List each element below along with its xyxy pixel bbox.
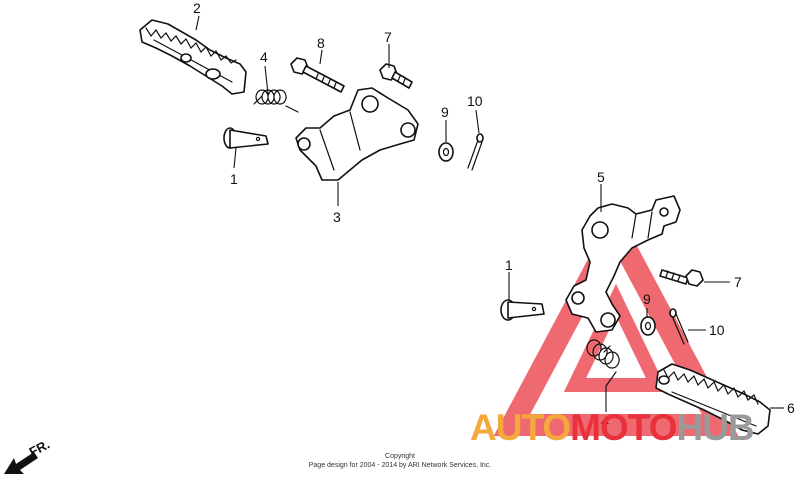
front-direction-arrow: FR. <box>4 436 52 474</box>
bolt-long <box>290 57 345 93</box>
cotter-pin-lower <box>669 308 689 345</box>
leader-lines <box>195 15 784 412</box>
watermark-logo: AUTOMOTOHUB <box>470 407 755 448</box>
callout-3: 3 <box>333 209 341 225</box>
watermark-hub: HUB <box>676 407 753 448</box>
callout-2: 2 <box>193 0 201 16</box>
footpeg-right <box>655 363 771 435</box>
copyright-line-2: Page design for 2004 - 2014 by ARI Netwo… <box>309 462 492 469</box>
spring-left <box>253 89 299 113</box>
pin-lower <box>500 299 545 321</box>
callout-7: 7 <box>734 274 742 290</box>
bolt-short-upper <box>379 63 413 89</box>
callout-7: 7 <box>384 29 392 45</box>
bracket-right <box>565 195 681 333</box>
callout-10: 10 <box>467 93 483 109</box>
watermark-auto: AUTO <box>470 407 570 448</box>
footpeg-left <box>139 19 247 95</box>
copyright: Copyright Page design for 2004 - 2014 by… <box>309 453 492 469</box>
callout-4: 4 <box>260 49 268 65</box>
callout-6: 6 <box>787 400 795 416</box>
callout-1: 1 <box>230 171 238 187</box>
watermark-moto: MOTO <box>570 407 677 448</box>
copyright-line-1: Copyright <box>385 453 415 460</box>
washer-lower <box>640 316 656 336</box>
callout-labels: 2 4 8 7 9 10 1 3 5 1 7 9 10 4 6 <box>193 0 795 429</box>
callout-9: 9 <box>643 291 651 307</box>
spring-lower <box>586 339 620 387</box>
pin-upper <box>223 127 269 149</box>
callout-9: 9 <box>441 104 449 120</box>
callout-4: 4 <box>601 413 609 429</box>
bracket-left <box>295 87 419 181</box>
watermark-triangle <box>493 206 739 436</box>
callout-5: 5 <box>597 169 605 185</box>
callout-8: 8 <box>317 35 325 51</box>
callout-10: 10 <box>709 322 725 338</box>
washer-upper <box>438 142 454 162</box>
bolt-short-lower <box>659 269 704 287</box>
cotter-pin-upper <box>467 133 484 171</box>
callout-1: 1 <box>505 257 513 273</box>
svg-text:AUTOMOTOHUB: AUTOMOTOHUB <box>470 407 754 448</box>
